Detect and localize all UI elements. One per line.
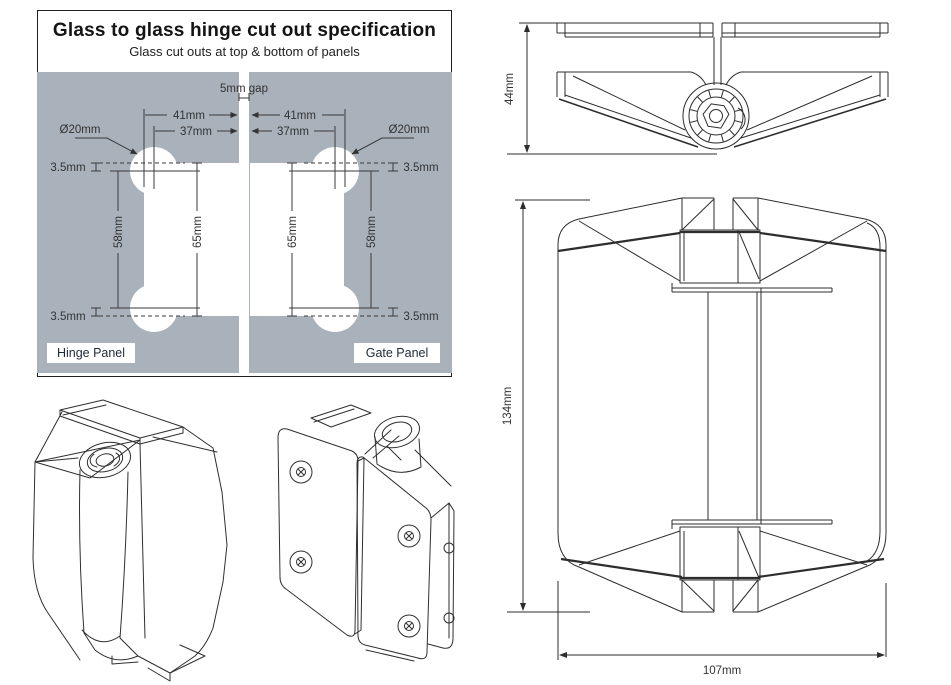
cutout-diagram: 5mm gap 41mm 41mm 37mm 37mm Ø20mm Ø20mm …: [37, 72, 452, 373]
dim-107mm: 107mm: [703, 665, 741, 677]
hinge-panel-tag: [47, 343, 135, 363]
dim-65mm-right: 65mm: [287, 216, 299, 248]
dim-65mm-left: 65mm: [192, 216, 204, 248]
front-view-linework: [507, 197, 887, 660]
dim-58mm-left: 58mm: [113, 216, 125, 248]
screw-heads: [289, 460, 421, 638]
dim-37mm-left: 37mm: [180, 126, 212, 138]
glass-panels: [37, 72, 452, 373]
dim-3-5mm-top-right: 3.5mm: [403, 162, 438, 174]
dim-41mm-left: 41mm: [173, 110, 205, 122]
hub-spoke-slots: [690, 90, 742, 142]
dim-hole-dia-right: Ø20mm: [389, 124, 430, 136]
top-view-linework: [507, 22, 889, 155]
dim-58mm-right: 58mm: [366, 216, 378, 248]
dim-37mm-right: 37mm: [277, 126, 309, 138]
dimension-lines: [75, 93, 414, 317]
dim-134mm: 134mm: [502, 387, 514, 425]
iso-view-closed: [32, 399, 228, 682]
hinge-front-view: 134mm 107mm: [502, 197, 887, 677]
page-title: Glass to glass hinge cut out specificati…: [52, 20, 437, 41]
page-subtitle: Glass cut outs at top & bottom of panels: [129, 44, 360, 59]
dim-41mm-right: 41mm: [284, 110, 316, 122]
gate-panel-tag: [354, 343, 440, 363]
dim-3-5mm-bottom-right: 3.5mm: [403, 311, 438, 323]
hinge-panel-label: Hinge Panel: [57, 346, 125, 360]
iso-closed-linework: [32, 399, 228, 682]
cutout-shapes: [130, 147, 359, 332]
iso-open-linework: [277, 404, 455, 662]
gap-dimension-label: 5mm gap: [220, 83, 268, 95]
dim-3-5mm-bottom-left: 3.5mm: [50, 311, 85, 323]
hinge-top-view: 44mm: [504, 22, 889, 155]
iso-view-open: [277, 404, 455, 662]
dim-44mm: 44mm: [504, 73, 516, 105]
dim-hole-dia-left: Ø20mm: [60, 124, 101, 136]
dim-3-5mm-top-left: 3.5mm: [50, 162, 85, 174]
gate-panel-label: Gate Panel: [366, 346, 429, 360]
